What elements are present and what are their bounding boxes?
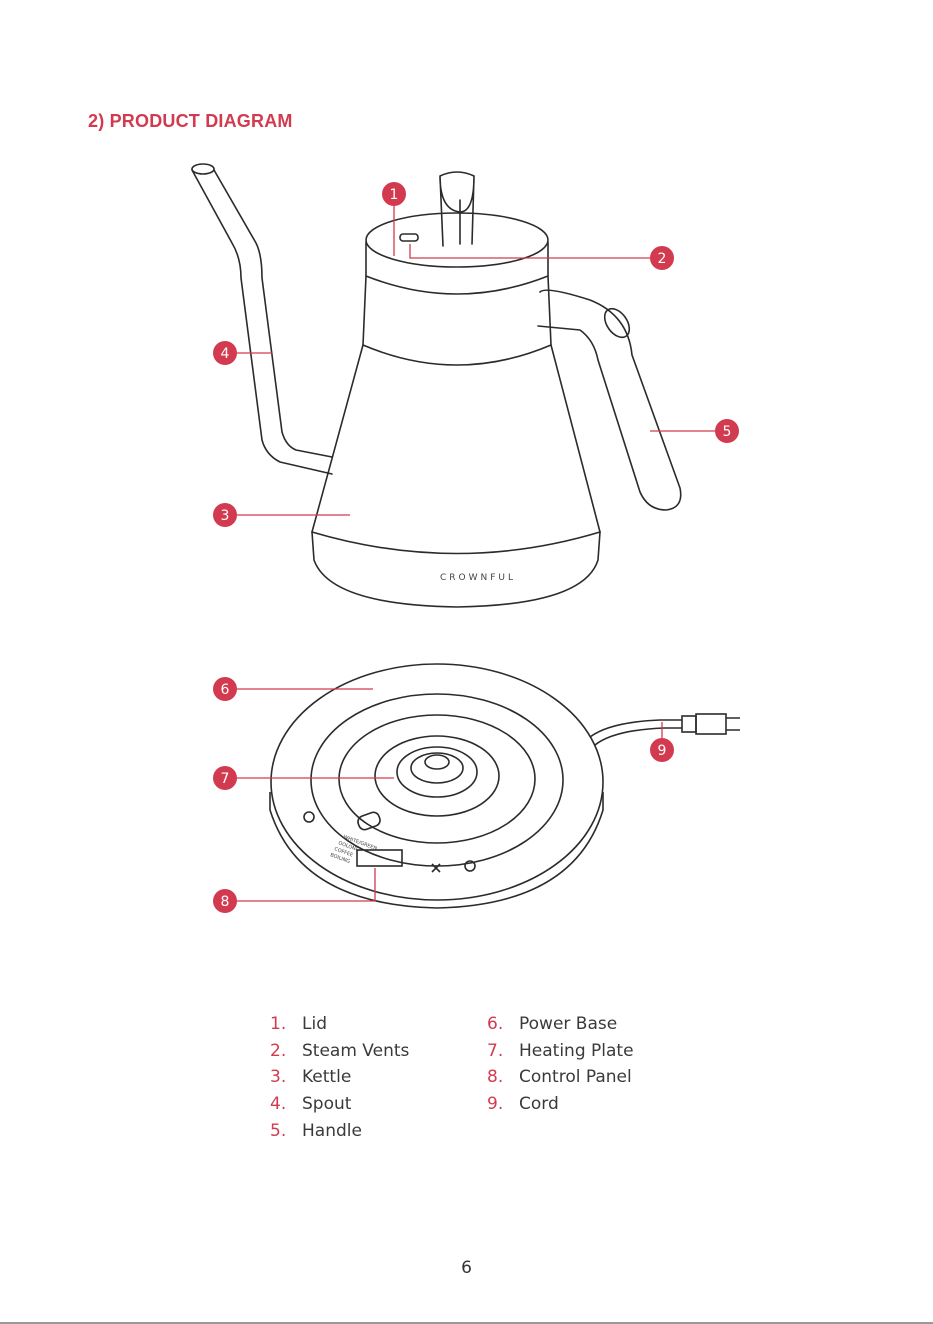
display [357, 850, 402, 866]
legend-item: 1.Lid [270, 1011, 409, 1038]
spout [192, 170, 332, 474]
legend-item: 6.Power Base [487, 1011, 634, 1038]
legend-item: 3.Kettle [270, 1064, 409, 1091]
svg-text:2: 2 [658, 251, 667, 267]
callout-5: 5 [715, 419, 739, 443]
kettle-body [312, 345, 600, 532]
legend-item: 8.Control Panel [487, 1064, 634, 1091]
spout-tip [192, 164, 214, 174]
panel-labels: WHITE/GREEN OOLONG COFFEE BOILING [329, 834, 378, 865]
svg-text:5: 5 [723, 424, 732, 440]
svg-text:7: 7 [221, 771, 230, 787]
callout-6: 6 [213, 677, 237, 701]
callout-1: 1 [382, 182, 406, 206]
legend-item: 2.Steam Vents [270, 1038, 409, 1065]
handle [538, 290, 681, 510]
kettle-drawing [192, 164, 681, 607]
svg-text:9: 9 [658, 743, 667, 759]
legend-left: 1.Lid 2.Steam Vents 3.Kettle 4.Spout 5.H… [270, 1011, 409, 1144]
svg-text:3: 3 [221, 508, 230, 524]
svg-text:1: 1 [390, 187, 399, 203]
legend-item: 5.Handle [270, 1118, 409, 1145]
base-drawing [270, 664, 740, 908]
callout-7: 7 [213, 766, 237, 790]
lid-knob [440, 172, 474, 246]
page-number: 6 [0, 1258, 933, 1278]
callout-9: 9 [650, 738, 674, 762]
callout-4: 4 [213, 341, 237, 365]
plug [696, 714, 726, 734]
legend-item: 9.Cord [487, 1091, 634, 1118]
callouts: 1 2 3 4 5 6 7 8 9 [213, 182, 739, 913]
power-icon [304, 812, 314, 822]
legend-item: 4.Spout [270, 1091, 409, 1118]
power-base [271, 664, 603, 900]
leader-lines [225, 195, 715, 901]
svg-text:6: 6 [221, 682, 230, 698]
lid [366, 213, 548, 267]
callout-8: 8 [213, 889, 237, 913]
svg-text:4: 4 [221, 346, 230, 362]
svg-text:8: 8 [221, 894, 230, 910]
legend-item: 7.Heating Plate [487, 1038, 634, 1065]
legend-right: 6.Power Base 7.Heating Plate 8.Control P… [487, 1011, 634, 1118]
callout-2: 2 [650, 246, 674, 270]
brand-mark: CROWNFUL [440, 573, 516, 583]
heating-plate [339, 715, 535, 843]
steam-vent [400, 234, 418, 241]
callout-3: 3 [213, 503, 237, 527]
